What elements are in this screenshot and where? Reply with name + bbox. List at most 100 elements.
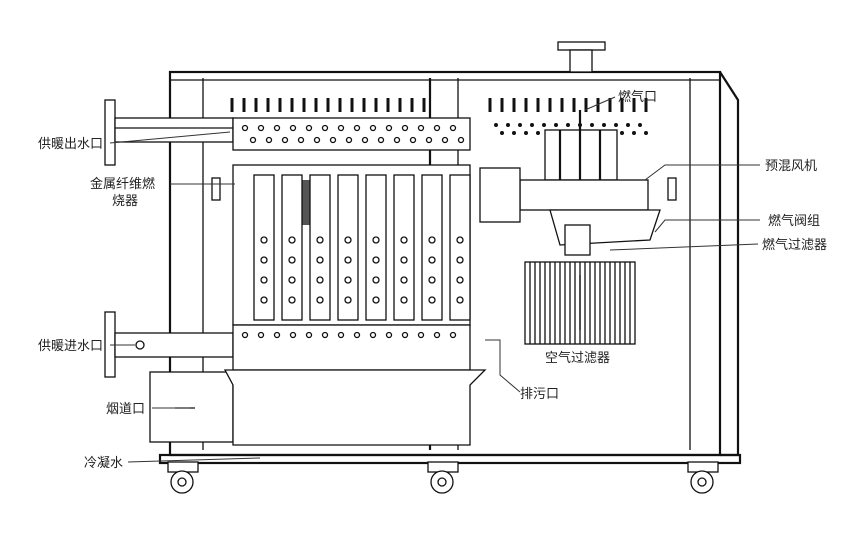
tube-hole [372,276,380,284]
tube-hole [456,256,464,264]
label-heating-inlet: 供暖进水口 [38,339,103,354]
tube-hole [428,276,436,284]
exchanger-tube [281,174,303,321]
label-premix-fan: 预混风机 [765,159,817,174]
manifold-hole [441,136,449,144]
manifold-hole [313,136,321,144]
tube-hole [260,296,268,304]
exchanger-tube [337,174,359,321]
manifold-hole [377,136,385,144]
tube-hole [400,236,408,244]
flame-dot [620,131,624,135]
tube-hole [316,256,324,264]
flame-dot [638,123,642,127]
exchanger-tube [309,174,331,321]
exchanger-tube [393,174,415,321]
tube-hole [288,276,296,284]
label-drain: 排污口 [520,387,559,402]
exchanger-tube [421,174,443,321]
label-gas-valve: 燃气阀组 [768,213,820,229]
manifold-hole [337,124,345,132]
manifold-hole [417,124,425,132]
manifold-hole [257,124,265,132]
flame-dot [590,123,594,127]
flame-dot [506,123,510,127]
base-hole [369,331,377,339]
tube-hole [456,236,464,244]
flame-dot [614,123,618,127]
manifold-hole [353,124,361,132]
exchanger-tube [365,174,387,321]
premix-fan [479,110,649,223]
flame-dot [494,123,498,127]
gas-valve-group [549,209,661,256]
label-air-filter: 空气过滤器 [545,350,610,366]
manifold-hole [385,124,393,132]
tube-hole [260,276,268,284]
flame-dot [632,131,636,135]
exchanger-tube [449,174,471,321]
manifold-hole [297,136,305,144]
base-hole [385,331,393,339]
manifold-hole [449,124,457,132]
tube-hole [260,236,268,244]
manifold-hole [401,124,409,132]
label-heating-outlet: 供暖出水口 [38,137,103,152]
manifold-hole [289,124,297,132]
manifold-hole [241,124,249,132]
manifold-hole [329,136,337,144]
leader-lines [109,96,760,463]
manifold-hole [273,124,281,132]
base-hole [257,331,265,339]
manifold-hole [321,124,329,132]
flame-dot [530,123,534,127]
base-hole [353,331,361,339]
base-hole [289,331,297,339]
flame-dot [542,123,546,127]
air-filter-body [524,261,636,345]
tube-hole [316,276,324,284]
tube-hole [260,256,268,264]
manifold-hole [249,136,257,144]
flame-dot [566,123,570,127]
tube-hole [372,296,380,304]
tube-hole [400,296,408,304]
tube-hole [316,296,324,304]
tube-hole [428,296,436,304]
tube-hole [316,236,324,244]
top-flue-stub [557,41,606,73]
label-burner-line1: 金属纤维燃 [90,176,155,192]
tube-hole [400,276,408,284]
tube-hole [428,256,436,264]
heating-outlet-pipe [104,99,234,166]
flame-dot [644,131,648,135]
base-hole [321,331,329,339]
tube-hole [400,256,408,264]
flame-dot [554,123,558,127]
tube-hole [344,296,352,304]
tube-hole [428,236,436,244]
manifold-hole [361,136,369,144]
base-hole [337,331,345,339]
label-gas-inlet: 燃气口 [618,89,657,105]
tube-hole [288,296,296,304]
tube-hole [456,276,464,284]
flame-dot [500,131,504,135]
flame-dot [536,131,540,135]
flame-dot [626,123,630,127]
base-hole [433,331,441,339]
flame-dot [512,131,516,135]
tube-hole [372,256,380,264]
tube-hole [372,236,380,244]
label-flue: 烟道口 [106,402,145,417]
manifold-hole [457,136,465,144]
tube-hole [344,256,352,264]
manifold-hole [393,136,401,144]
label-gas-filter: 燃气过滤器 [762,237,827,253]
flame-dot [602,123,606,127]
flame-dot [524,131,528,135]
tube-hole [456,296,464,304]
tube-hole [344,276,352,284]
manifold-hole [369,124,377,132]
